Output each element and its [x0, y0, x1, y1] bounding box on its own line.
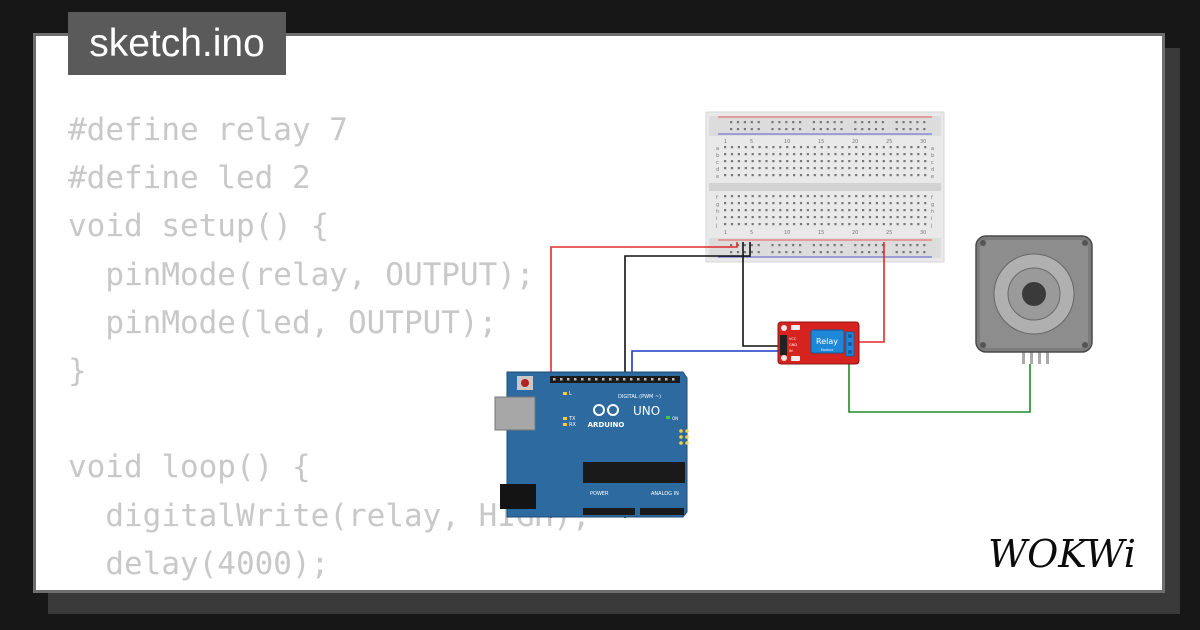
green-wire-motor: [848, 350, 1031, 413]
l-label: L: [569, 391, 572, 397]
svg-text:g: g: [716, 202, 719, 208]
relay-label: Relay: [816, 337, 838, 346]
svg-text:b: b: [716, 153, 719, 159]
svg-text:i: i: [931, 216, 932, 222]
filename-tab: sketch.ino: [68, 12, 286, 75]
svg-text:10: 10: [784, 139, 790, 145]
svg-text:5: 5: [750, 230, 753, 236]
relay-pin-gnd: GND: [789, 343, 797, 347]
code-preview: #define relay 7 #define led 2 void setup()…: [68, 106, 591, 588]
analog-label: ANALOG IN: [651, 491, 679, 497]
code-line: delay(4000);: [68, 545, 330, 582]
arduino-model: UNO: [633, 404, 660, 418]
wokwi-logo: WOKWi: [988, 532, 1136, 576]
code-line: void loop() {: [68, 449, 311, 486]
code-line: pinMode(led, OUTPUT);: [68, 304, 498, 341]
svg-text:30: 30: [920, 230, 926, 236]
svg-text:j: j: [930, 223, 932, 229]
arduino-logo-icon: [593, 404, 619, 416]
breadboard-column-numbers: 1 5 10 15 20 25 30 1 5 10 15 20 25 30: [724, 139, 926, 236]
rx-label: RX: [569, 422, 576, 428]
svg-text:h: h: [716, 209, 719, 215]
svg-text:10: 10: [784, 230, 790, 236]
breadboard-row-letters: a b c d e f g h i j a b c d e f g h i j: [715, 146, 934, 229]
svg-text:15: 15: [818, 230, 824, 236]
svg-text:a: a: [931, 146, 934, 152]
svg-text:20: 20: [852, 139, 858, 145]
code-line: #define relay 7: [68, 112, 348, 148]
svg-text:i: i: [716, 216, 717, 222]
arduino-brand: ARDUINO: [588, 421, 625, 429]
svg-text:25: 25: [886, 139, 892, 145]
svg-text:1: 1: [724, 139, 727, 145]
relay-pin-vcc: VCC: [789, 337, 797, 341]
power-label: POWER: [590, 491, 609, 497]
svg-text:25: 25: [886, 230, 892, 236]
svg-text:j: j: [715, 223, 717, 229]
svg-text:a: a: [716, 146, 719, 152]
code-line: pinMode(relay, OUTPUT);: [68, 256, 535, 293]
relay-module[interactable]: Relay Module VCC GND IN: [777, 321, 860, 365]
black-wire-relay-gnd: [742, 242, 778, 347]
svg-text:d: d: [931, 167, 934, 173]
code-line: #define led 2: [68, 160, 311, 197]
on-label: ON: [672, 416, 678, 421]
svg-text:f: f: [931, 195, 933, 201]
svg-text:e: e: [716, 174, 719, 180]
breadboard[interactable]: 1 5 10 15 20 25 30 1 5 10 15 20 25 30 a …: [705, 111, 945, 263]
blue-wire-signal: [631, 350, 778, 378]
svg-text:5: 5: [750, 139, 753, 145]
svg-text:h: h: [931, 209, 934, 215]
code-line: }: [68, 352, 87, 389]
svg-text:30: 30: [920, 139, 926, 145]
arduino-uno[interactable]: ARDUINO UNO DIGITAL (PWM ~) POWER ANALOG…: [494, 371, 689, 518]
svg-text:15: 15: [818, 139, 824, 145]
code-line: void setup() {: [68, 208, 330, 245]
svg-text:b: b: [931, 153, 934, 159]
digital-pin-header: [553, 378, 675, 381]
relay-sublabel: Module: [821, 348, 834, 352]
svg-text:WOKWi: WOKWi: [988, 532, 1136, 576]
relay-pin-in: IN: [789, 349, 793, 353]
svg-text:20: 20: [852, 230, 858, 236]
svg-text:c: c: [716, 160, 719, 166]
svg-text:f: f: [716, 195, 718, 201]
tx-label: TX: [568, 416, 576, 422]
svg-text:e: e: [931, 174, 934, 180]
svg-text:g: g: [931, 202, 934, 208]
digital-label: DIGITAL (PWM ~): [618, 394, 661, 400]
svg-text:c: c: [931, 160, 934, 166]
svg-text:1: 1: [724, 230, 727, 236]
svg-text:d: d: [716, 167, 719, 173]
stepper-motor[interactable]: [975, 235, 1093, 364]
red-wire-vcc: [859, 242, 885, 343]
breadboard-holes: [724, 121, 927, 254]
